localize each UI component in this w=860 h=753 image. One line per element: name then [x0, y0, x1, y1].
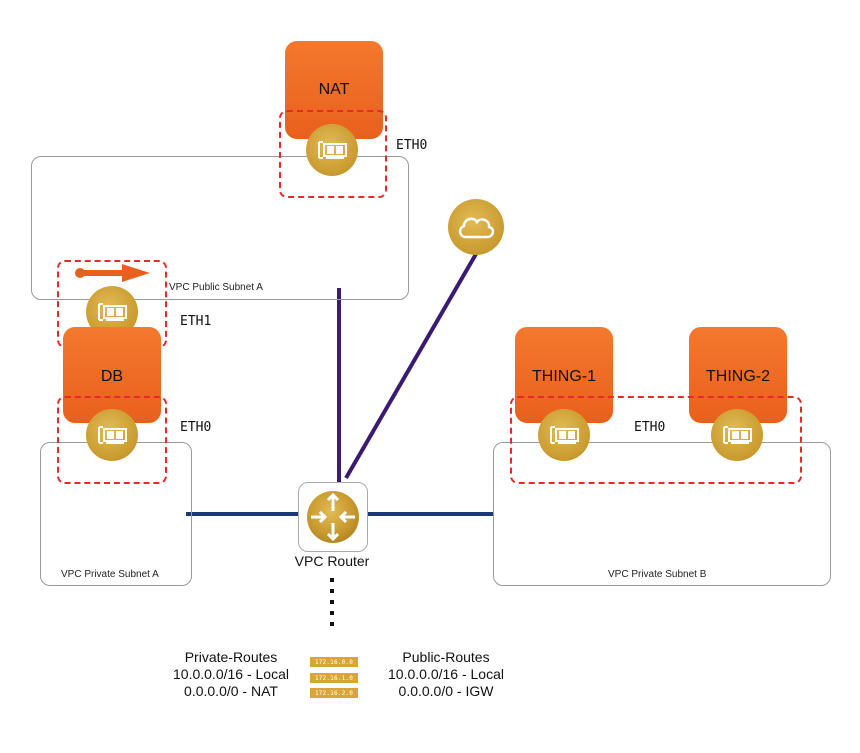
public-route-default: 0.0.0.0/0 - IGW [398, 683, 494, 699]
route-table-icon: 172.16.0.0 172.16.1.0 172.16.2.0 [310, 656, 358, 700]
things-eth0-group [510, 396, 802, 484]
thing1-instance-label: THING-1 [532, 368, 596, 385]
public-routes-title: Public-Routes [402, 649, 490, 665]
db-instance-label: DB [100, 368, 124, 385]
nat-eth0-group [279, 110, 387, 198]
network-interface-icon[interactable] [711, 409, 763, 461]
thing2-instance[interactable]: THING-2 [689, 327, 787, 423]
route-table-row: 172.16.1.0 [310, 673, 358, 683]
nat-instance[interactable]: NAT [285, 41, 383, 139]
db-eth0-group [57, 396, 167, 484]
private-routes-title: Private-Routes [184, 649, 278, 665]
public-routes: Public-Routes 10.0.0.0/16 - Local 0.0.0.… [370, 649, 522, 700]
network-interface-icon[interactable] [306, 124, 358, 176]
private-routes: Private-Routes 10.0.0.0/16 - Local 0.0.0… [156, 649, 306, 700]
cloud-icon[interactable] [448, 199, 504, 255]
route-table-row: 172.16.0.0 [310, 657, 358, 667]
link-router-to-igw [344, 252, 478, 480]
db-eth0-label: ETH0 [180, 420, 212, 435]
network-interface-icon[interactable] [86, 409, 138, 461]
network-interface-icon[interactable] [538, 409, 590, 461]
subnet-private-a-label: VPC Private Subnet A [61, 569, 159, 580]
subnet-private-b-label: VPC Private Subnet B [608, 569, 707, 580]
private-route-local: 10.0.0.0/16 - Local [173, 666, 289, 682]
private-route-default: 0.0.0.0/0 - NAT [184, 683, 278, 699]
subnet-public-a[interactable] [31, 156, 409, 300]
things-eth0-label: ETH0 [634, 420, 666, 435]
subnet-private-b[interactable] [493, 442, 831, 586]
vpc-router[interactable] [298, 482, 368, 552]
nat-instance-label: NAT [318, 81, 350, 98]
subnet-public-a-label: VPC Public Subnet A [169, 282, 263, 293]
db-instance[interactable]: DB [63, 327, 161, 423]
db-eth1-label: ETH1 [180, 314, 212, 329]
nat-eth0-label: ETH0 [396, 138, 428, 153]
arrow-right-icon [75, 264, 150, 282]
public-route-local: 10.0.0.0/16 - Local [388, 666, 504, 682]
route-table-row: 172.16.2.0 [310, 688, 358, 698]
router-icon [307, 491, 359, 543]
thing2-instance-label: THING-2 [706, 368, 770, 385]
vpc-router-label: VPC Router [294, 553, 370, 569]
thing1-instance[interactable]: THING-1 [515, 327, 613, 423]
